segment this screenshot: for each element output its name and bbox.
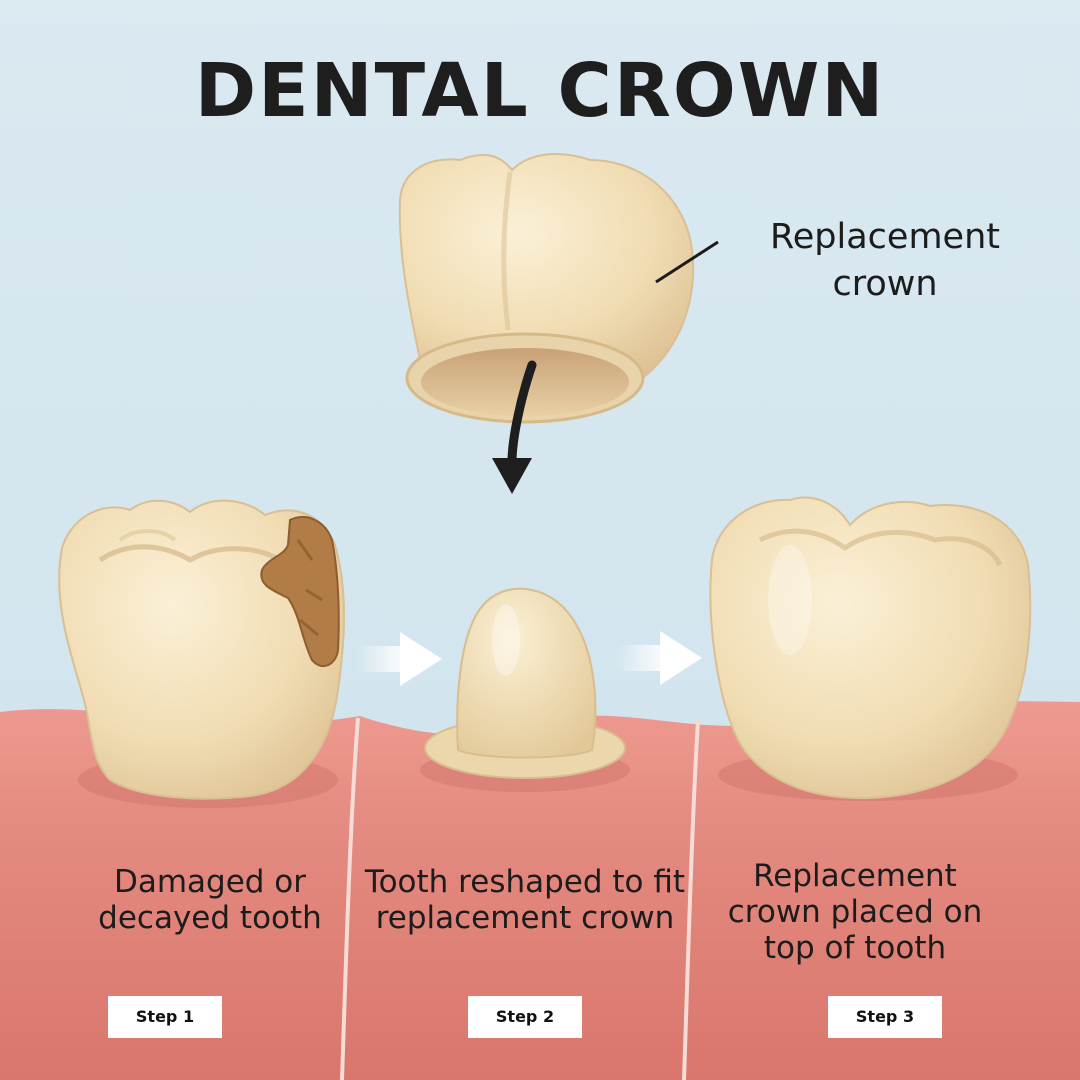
step-2-badge: Step 2: [468, 996, 582, 1038]
arrow-icon-step1-to-step2: [355, 632, 442, 686]
decay-area: [260, 515, 340, 668]
replacement-crown: [398, 153, 695, 424]
panel-divider-right: [682, 719, 700, 1080]
crown-label-leader: [655, 240, 719, 284]
arrow-icon-crown-down: [492, 360, 537, 494]
step-1-caption: Damaged or decayed tooth: [98, 864, 322, 936]
gum-tissue: [0, 701, 1080, 1080]
page-title: DENTAL CROWN: [194, 48, 886, 134]
crowned-tooth: [709, 496, 1032, 800]
damaged-tooth: [58, 499, 345, 800]
arrow-icon-step2-to-step3: [615, 631, 702, 685]
crown-label: Replacement crown: [770, 217, 1000, 304]
step-1-badge: Step 1: [108, 996, 222, 1038]
step-3-caption: Replacement crown placed on top of tooth: [727, 858, 983, 966]
panel-divider-left: [340, 717, 360, 1080]
step-2-caption: Tooth reshaped to fit replacement crown: [364, 864, 686, 936]
reshaped-tooth: [424, 587, 626, 779]
step-3-badge: Step 3: [828, 996, 942, 1038]
